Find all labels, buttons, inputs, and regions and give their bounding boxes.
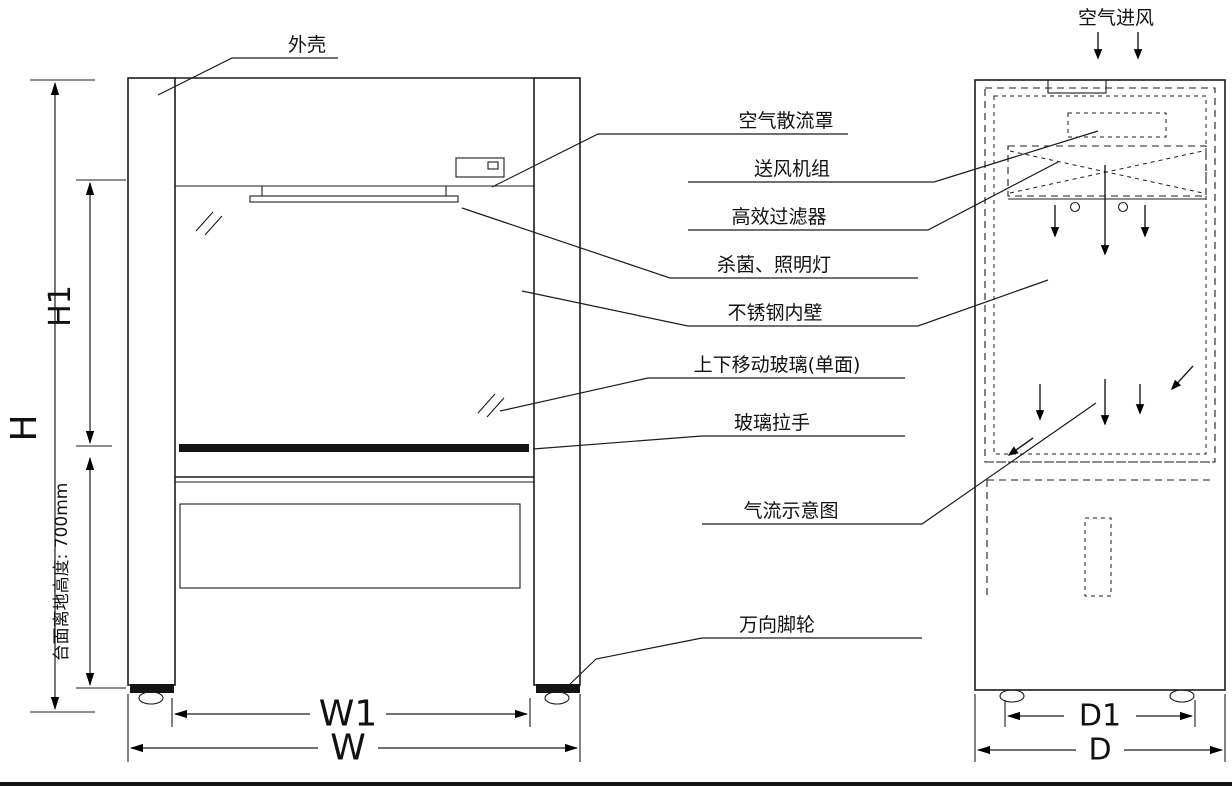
caster-right-icon bbox=[1169, 689, 1195, 703]
airflow-arrow-diagonal bbox=[1170, 365, 1194, 391]
duct-dashed-box bbox=[1084, 517, 1112, 597]
left-column bbox=[127, 77, 176, 686]
glass-hash-mark bbox=[486, 397, 505, 418]
label-casters: 万向脚轮 bbox=[739, 614, 815, 636]
leader-fan-unit bbox=[688, 130, 1099, 183]
dim-label-bg bbox=[1064, 699, 1136, 731]
dim-label-bench-height: 台面离地高度: 700mm bbox=[52, 483, 72, 662]
lamp-circle bbox=[1069, 201, 1081, 213]
glass-hash-mark bbox=[195, 211, 214, 232]
side-view bbox=[974, 79, 1226, 703]
side-body-outline bbox=[974, 79, 1226, 691]
glass-hash-mark bbox=[477, 393, 496, 414]
airflow-arrow-diagonal bbox=[1007, 437, 1034, 456]
dim-label-D: D bbox=[1088, 733, 1111, 768]
caster-right-icon bbox=[544, 691, 570, 705]
dim-label-H1: H1 bbox=[43, 285, 78, 327]
label-airflow-diagram: 气流示意图 bbox=[743, 500, 838, 522]
label-outer-shell: 外壳 bbox=[288, 34, 326, 56]
dim-label-bg bbox=[310, 696, 386, 730]
under-bench-cavity bbox=[179, 503, 521, 589]
control-box-detail bbox=[487, 161, 499, 170]
label-stainless-inner-wall: 不锈钢内壁 bbox=[727, 302, 822, 324]
leader-air-diffuser bbox=[491, 133, 848, 188]
glass-handle-bar bbox=[179, 444, 529, 452]
control-box bbox=[455, 157, 505, 178]
label-fan-unit: 送风机组 bbox=[754, 158, 830, 180]
label-air-diffuser: 空气散流罩 bbox=[738, 110, 833, 132]
bottom-border-line bbox=[0, 782, 1232, 786]
side-dimensions: D1 D bbox=[974, 694, 1226, 768]
dim-label-W: W bbox=[330, 728, 366, 769]
lamp-circle bbox=[1117, 201, 1129, 213]
label-sliding-glass: 上下移动玻璃(单面) bbox=[694, 354, 861, 376]
label-hepa-filter: 高效过滤器 bbox=[731, 206, 826, 228]
leader-airflow-diagram bbox=[702, 402, 1097, 525]
dim-label-D1: D1 bbox=[1079, 699, 1121, 734]
leader-hepa-filter bbox=[688, 161, 1059, 231]
caster-left-icon bbox=[999, 689, 1025, 703]
leader-casters bbox=[566, 637, 922, 688]
label-germicidal-lamp: 杀菌、照明灯 bbox=[717, 254, 831, 276]
foot-pad-left bbox=[130, 684, 174, 693]
filter-diagonal bbox=[1009, 150, 1204, 194]
leader-germicidal-lamp bbox=[461, 207, 918, 279]
label-glass-handle: 玻璃拉手 bbox=[734, 412, 810, 434]
right-column bbox=[533, 77, 581, 686]
top-inlet-notch bbox=[1047, 79, 1107, 94]
leader-outer-shell bbox=[157, 57, 338, 96]
callouts: 外壳 空气散流罩 送风机组 高效过滤器 杀菌、照明灯 不锈钢内壁 上下移动玻璃(… bbox=[157, 7, 1154, 688]
label-air-inlet: 空气进风 bbox=[1078, 7, 1154, 29]
front-view bbox=[127, 77, 581, 705]
fan-unit-block bbox=[1067, 112, 1167, 138]
dim-label-W1: W1 bbox=[319, 694, 378, 735]
front-dimensions: H H1 台面离地高度: 700mm W1 W bbox=[4, 79, 581, 769]
leader-stainless-inner-wall bbox=[521, 279, 1049, 327]
glass-hash-mark bbox=[204, 215, 223, 236]
dim-label-bg bbox=[318, 731, 378, 764]
leader-glass-handle bbox=[532, 435, 905, 450]
diffuser-plate bbox=[249, 195, 459, 203]
caster-left-icon bbox=[138, 691, 164, 705]
foot-pad-right bbox=[536, 684, 580, 693]
inner-wall-dashed-inner bbox=[993, 95, 1207, 455]
dim-label-bg bbox=[1076, 733, 1124, 766]
hepa-filter-box bbox=[1007, 145, 1207, 197]
dim-label-H: H bbox=[4, 414, 45, 441]
inner-wall-dashed-outer bbox=[984, 87, 1216, 463]
leader-sliding-glass bbox=[499, 377, 905, 412]
